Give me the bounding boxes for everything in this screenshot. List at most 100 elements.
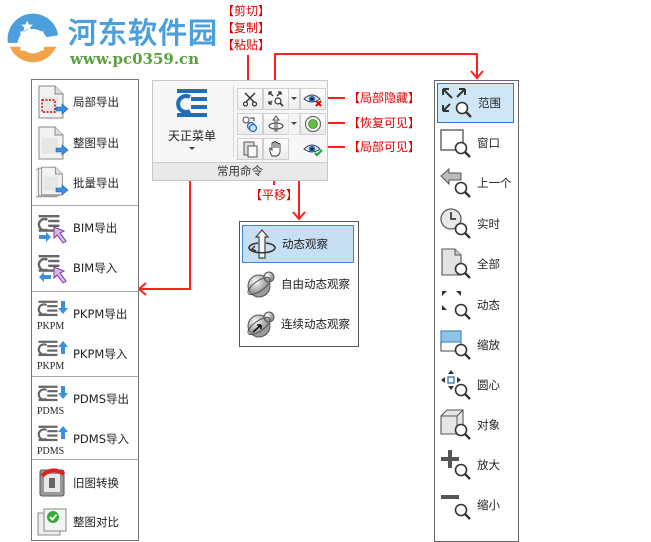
zoom-previous-item[interactable]: 上一个 [437,164,514,202]
pan-button[interactable] [263,138,289,160]
orbit-button[interactable] [263,113,289,135]
zoom-window-icon [440,129,472,159]
zoom-object-icon [440,409,472,441]
continuous-orbit-menu-item[interactable]: 连续动态观察 [242,306,354,342]
old-drawing-convert-item[interactable]: 旧图转换 [32,463,138,503]
zoom-center-label: 圆心 [477,378,500,392]
orbit-dropdown-menu: 动态观察 自由动态观察 连续动态观察 [239,221,359,347]
connector-line [274,53,276,87]
local-export-item[interactable]: 局部导出 [32,82,138,122]
separator [32,459,138,460]
cut-button[interactable] [237,88,263,110]
pkpm-import-item[interactable]: PKPM PKPM导入 [32,334,138,374]
free-orbit-menu-item[interactable]: 自由动态观察 [242,266,354,302]
zoom-in-item[interactable]: 放大 [437,446,514,484]
full-export-item[interactable]: 整图导出 [32,123,138,163]
pkpm-export-item[interactable]: PKPM PKPM导出 [32,294,138,334]
ribbon-group-title: 常用命令 [153,162,327,180]
zoom-realtime-item[interactable]: 实时 [437,205,514,243]
zoom-window-label: 窗口 [477,136,500,150]
pdms-export-item[interactable]: PDMS PDMS导出 [32,379,138,419]
zoom-all-item[interactable]: 全部 [437,245,514,283]
orbit-icon [268,115,284,132]
eye-hide-icon [303,94,322,107]
bim-export-icon [37,213,67,244]
copy-button[interactable] [237,113,263,135]
drawing-compare-item[interactable]: 整图对比 [32,502,138,542]
local-export-label: 局部导出 [73,95,119,109]
zoom-dynamic-item[interactable]: 动态 [437,286,514,324]
local-visible-button[interactable] [300,138,326,160]
bim-import-label: BIM导入 [73,261,118,275]
connector-line [247,55,249,87]
green-circle-icon [304,115,322,133]
bim-export-item[interactable]: BIM导出 [32,208,138,248]
tianzheng-logo-icon [176,89,207,117]
zoom-extents-button[interactable] [263,88,289,110]
drawing-compare-label: 整图对比 [73,515,119,529]
connector-line [189,170,191,290]
bim-export-label: BIM导出 [73,221,118,235]
zoom-dynamic-icon [442,291,472,321]
tianzheng-menu-button[interactable]: 天正菜单 [155,83,229,159]
zoom-extents-icon [268,91,284,107]
zoom-in-label: 放大 [477,458,500,472]
annotation-cut: 【剪切】 [222,4,271,18]
zoom-extents-label: 范围 [478,96,501,110]
zoom-extents-icon [442,88,473,119]
annotation-restore-visible: 【恢复可见】 [348,116,421,130]
scissors-icon [242,92,258,107]
zoom-previous-label: 上一个 [477,176,512,190]
watermark-url: www.pc0359.cn [70,50,200,68]
batch-export-item[interactable]: 批量导出 [32,163,138,203]
zoom-scale-item[interactable]: 缩放 [437,326,514,364]
paste-icon [243,141,258,158]
zoom-in-icon [441,450,472,481]
connector-line [327,97,345,99]
svg-text:PDMS: PDMS [37,406,64,416]
zoom-extents-item[interactable]: 范围 [437,83,514,123]
zoom-all-icon [441,248,472,280]
free-orbit-icon [247,271,275,298]
separator [32,376,138,377]
pkpm-export-icon: PKPM [37,299,68,331]
svg-text:PDMS: PDMS [37,446,64,456]
connector-line [327,122,345,124]
old-drawing-convert-label: 旧图转换 [73,476,119,490]
zoom-center-item[interactable]: 圆心 [437,366,514,404]
pdms-export-label: PDMS导出 [73,392,130,406]
logo-icon [7,13,59,63]
zoom-scale-label: 缩放 [477,338,500,352]
arrow-down-icon [292,211,306,221]
local-hide-button[interactable] [300,88,326,110]
arrow-left-icon [137,282,147,296]
pdms-import-item[interactable]: PDMS PDMS导入 [32,419,138,459]
export-import-panel: 局部导出 整图导出 批量导出 BIM导出 [31,79,139,541]
orbit-dropdown-button[interactable] [288,113,300,135]
zoom-panel: 范围 窗口 上一个 实时 全部 [434,80,519,542]
svg-text:PKPM: PKPM [37,361,64,371]
zoom-dropdown-button[interactable] [288,88,300,110]
ribbon-group-common-commands: 天正菜单 [152,80,328,181]
orbit-menu-item[interactable]: 动态观察 [242,225,354,263]
connector-line [327,146,345,148]
bim-import-icon [37,253,67,284]
pkpm-import-label: PKPM导入 [73,347,128,361]
zoom-out-item[interactable]: 缩小 [437,486,514,524]
pdms-import-icon: PDMS [37,424,68,456]
orbit-icon [248,229,276,259]
connector-line [274,53,477,55]
tianzheng-menu-label: 天正菜单 [167,129,216,143]
batch-export-label: 批量导出 [73,176,119,190]
zoom-window-item[interactable]: 窗口 [437,124,514,162]
bim-import-item[interactable]: BIM导入 [32,248,138,288]
batch-export-icon [36,166,69,198]
annotation-local-hide: 【局部隐藏】 [348,91,421,105]
eye-check-icon [303,144,323,157]
continuous-orbit-icon [247,311,275,338]
paste-button[interactable] [237,138,263,160]
zoom-object-item[interactable]: 对象 [437,406,514,444]
watermark-logo: 河东软件园 www.pc0359.cn [4,4,219,74]
watermark-title: 河东软件园 [68,16,219,50]
restore-visible-button[interactable] [300,113,326,135]
